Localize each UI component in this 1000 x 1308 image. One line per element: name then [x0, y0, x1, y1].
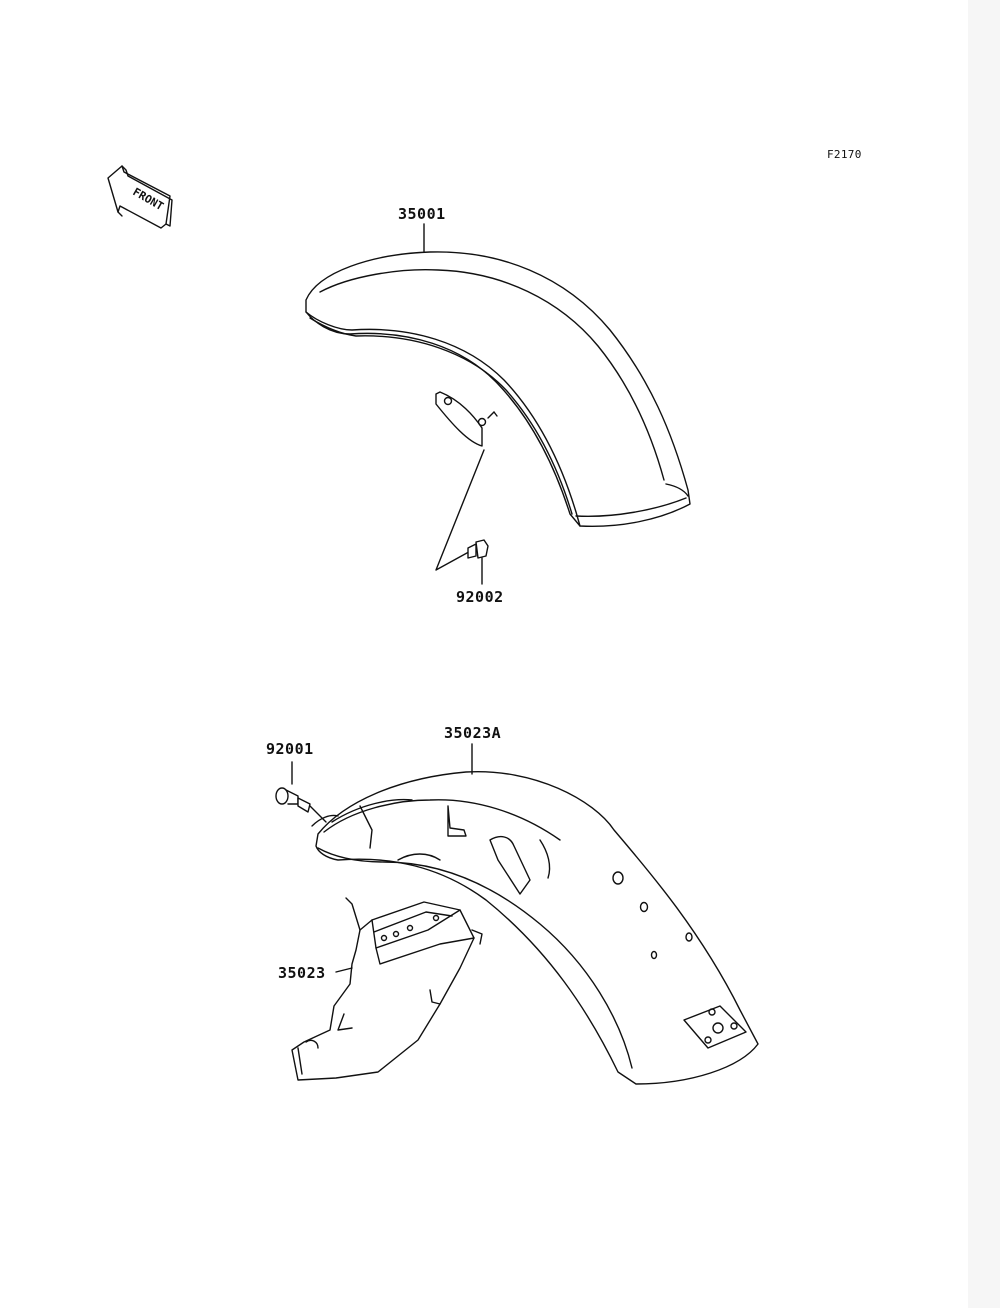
fender-mount-hole — [477, 417, 487, 427]
part-number-35023[interactable]: 35023 — [278, 964, 326, 982]
part-number-92002[interactable]: 92002 — [456, 588, 504, 606]
leader-line — [345, 897, 361, 931]
license-plate-bracket — [683, 1005, 747, 1049]
front-arrow-icon: FRONT — [107, 165, 173, 229]
rear-fender-inner-drawing — [291, 897, 483, 1081]
leader-line — [335, 967, 353, 973]
page-edge — [968, 0, 1000, 1308]
rear-fender-drawing — [311, 770, 759, 1085]
fender-mount-hole — [443, 396, 453, 406]
front-fender-bolt-drawing — [435, 449, 489, 585]
fender-mount-hole — [639, 901, 649, 913]
part-number-92001[interactable]: 92001 — [266, 740, 314, 758]
figure-code: F2170 — [827, 148, 862, 161]
rear-fender-bolt-drawing — [275, 761, 327, 823]
part-number-35001[interactable]: 35001 — [398, 205, 446, 223]
fender-mount-hole — [650, 950, 658, 960]
front-fender-drawing — [305, 251, 691, 527]
fender-mount-hole — [612, 871, 624, 885]
part-number-35023A[interactable]: 35023A — [444, 724, 502, 742]
fender-mount-hole — [685, 932, 693, 942]
